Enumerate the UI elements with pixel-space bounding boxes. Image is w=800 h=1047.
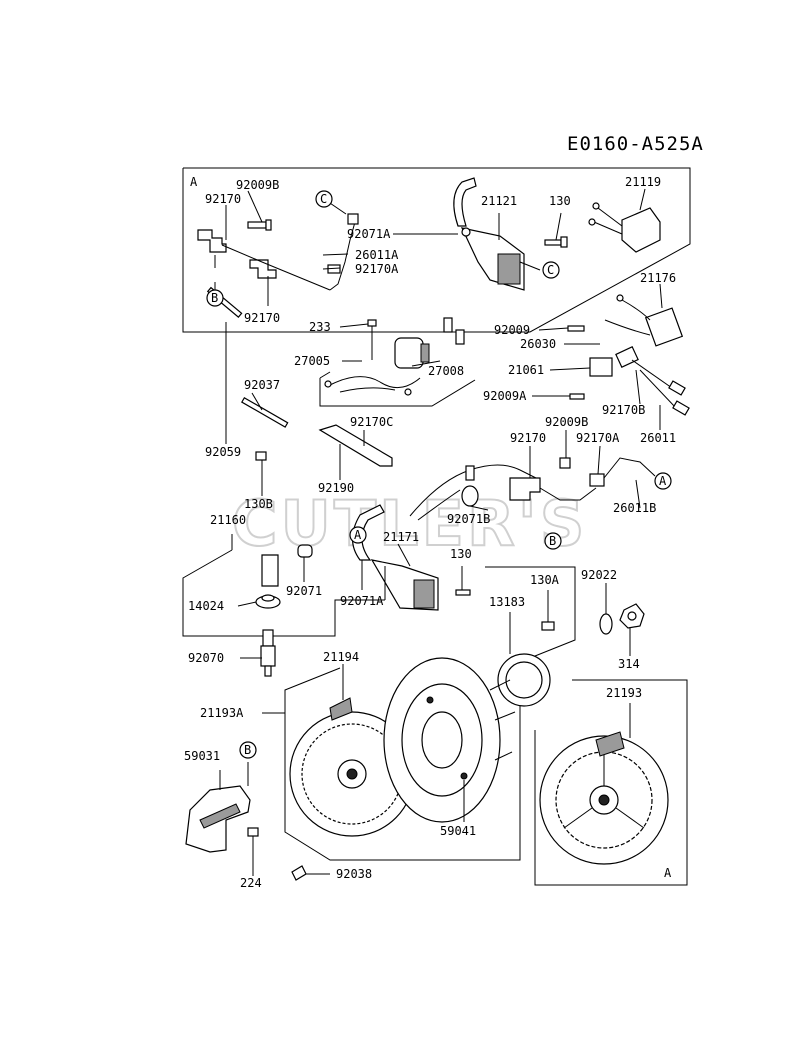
part-92170C: 92170C [350, 415, 393, 429]
part-92170A-top: 92170A [355, 262, 399, 276]
svg-text:B: B [549, 534, 556, 548]
box-27005-outline [319, 378, 476, 407]
part-92038: 92038 [336, 867, 372, 881]
part-26011A: 26011A [355, 248, 399, 262]
part-92071A-mid: 92071A [340, 594, 384, 608]
callout-a-right: A [654, 472, 672, 490]
part-92071A-top: 92071A [347, 227, 391, 241]
part-21121: 21121 [481, 194, 517, 208]
part-13183: 13183 [489, 595, 525, 609]
part-130B: 130B [244, 497, 273, 511]
part-21193A: 21193A [200, 706, 244, 720]
part-26011: 26011 [640, 431, 676, 445]
part-27008: 27008 [428, 364, 464, 378]
part-92009: 92009 [494, 323, 530, 337]
box-a-outline [182, 167, 691, 333]
svg-text:B: B [244, 743, 251, 757]
part-92170B: 92170B [602, 403, 645, 417]
part-21171: 21171 [383, 530, 419, 544]
part-314: 314 [618, 657, 640, 671]
part-92170-mid: 92170 [510, 431, 546, 445]
box-a-bottom-outline [534, 679, 688, 886]
part-21176: 21176 [640, 271, 676, 285]
svg-text:A: A [659, 474, 667, 488]
part-92037: 92037 [244, 378, 280, 392]
part-59031: 59031 [184, 749, 220, 763]
callout-c-top: C [315, 190, 333, 208]
part-92170-bottom: 92170 [244, 311, 280, 325]
svg-text:A: A [354, 528, 362, 542]
box-a-label-top: A [190, 175, 198, 189]
callout-b-mid: B [544, 532, 562, 550]
part-21160: 21160 [210, 513, 246, 527]
svg-text:C: C [320, 192, 327, 206]
part-14024: 14024 [188, 599, 224, 613]
part-224: 224 [240, 876, 262, 890]
part-92022: 92022 [581, 568, 617, 582]
part-27005: 27005 [294, 354, 330, 368]
part-92009B-mid: 92009B [545, 415, 588, 429]
part-26011B: 26011B [613, 501, 656, 515]
part-92009A: 92009A [483, 389, 527, 403]
part-130-top: 130 [549, 194, 571, 208]
box-21160-outline [182, 549, 385, 637]
part-92071B: 92071B [447, 512, 490, 526]
callout-b-top: B [206, 289, 224, 307]
diagram-title: E0160-A525A [567, 133, 704, 155]
part-92059: 92059 [205, 445, 241, 459]
part-92071: 92071 [286, 584, 322, 598]
svg-text:B: B [211, 291, 218, 305]
part-233: 233 [309, 320, 331, 334]
part-92170-top: 92170 [205, 192, 241, 206]
part-92170A-mid: 92170A [576, 431, 620, 445]
part-130A: 130A [530, 573, 560, 587]
part-92009B-top: 92009B [236, 178, 279, 192]
part-21061: 21061 [508, 363, 544, 377]
callout-c-right: C [542, 261, 560, 279]
part-21194: 21194 [323, 650, 359, 664]
part-21193: 21193 [606, 686, 642, 700]
part-26030: 26030 [520, 337, 556, 351]
box-flywheel-outline [284, 566, 576, 861]
callout-a-mid: A [349, 526, 367, 544]
part-92070: 92070 [188, 651, 224, 665]
box-a-label-bottom: A [664, 866, 672, 880]
part-130-mid: 130 [450, 547, 472, 561]
part-21119: 21119 [625, 175, 661, 189]
part-92190: 92190 [318, 481, 354, 495]
part-59041: 59041 [440, 824, 476, 838]
watermark: CUTLER'S [232, 487, 587, 560]
svg-text:C: C [547, 263, 554, 277]
callout-b-bottom: B [239, 741, 257, 759]
